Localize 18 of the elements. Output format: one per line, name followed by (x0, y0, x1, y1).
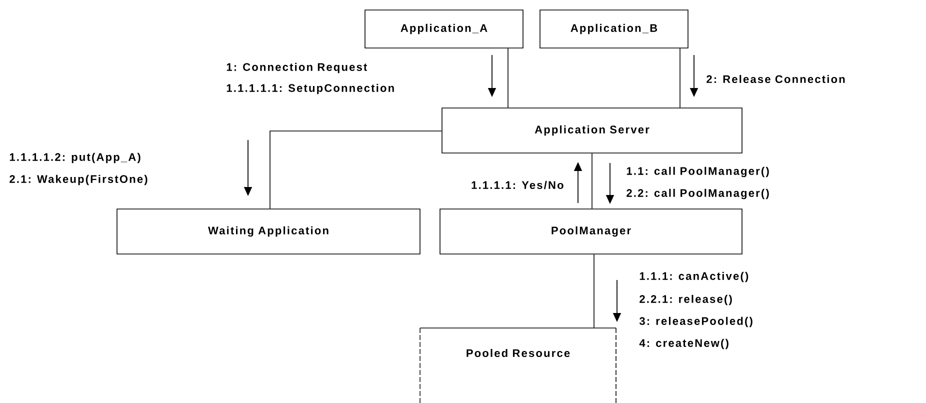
message-label: 1.1.1.1: Yes/No (472, 180, 564, 190)
message-label: 1.1.1.1.1: SetupConnection (226, 84, 394, 94)
message-label: 4: createNew() (639, 338, 728, 350)
message-label: 1.1.1.1.2: put(App_A) (10, 152, 140, 164)
class-box: Application_A (364, 10, 524, 48)
message-label: 2: Release Connection (706, 74, 845, 84)
message-label: 3: releasePooled() (639, 316, 752, 328)
class-box: Pooled Resource (420, 328, 616, 403)
class-box: PoolManager (440, 208, 742, 254)
class-box: Application Server (442, 108, 742, 154)
class-box: Waiting Application (116, 208, 420, 254)
message-label: 1.1: call PoolManager() (626, 166, 769, 178)
class-box: Application_B (540, 10, 688, 48)
link-line (270, 130, 442, 209)
message-label: 1: Connection Request (226, 62, 368, 74)
message-label: 1.1.1: canActive() (640, 272, 748, 282)
message-label: 2.2.1: release() (640, 294, 732, 306)
message-label: 2.1: Wakeup(FirstOne) (10, 174, 148, 186)
